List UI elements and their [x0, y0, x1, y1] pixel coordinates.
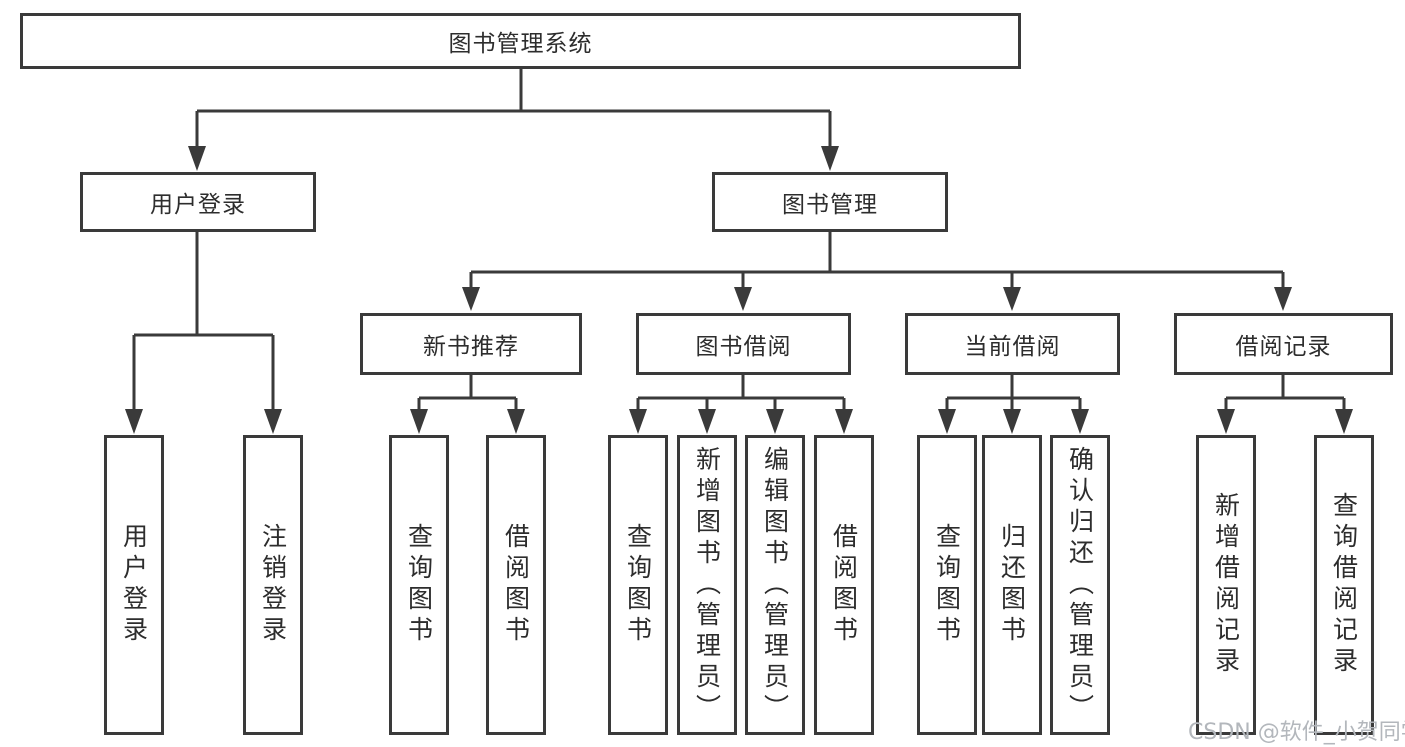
connector-root-to-level2 — [188, 68, 839, 171]
node-new-book-recommendation: 新书推荐 — [360, 313, 582, 375]
node-book-management-branch: 图书管理 — [712, 172, 948, 232]
leaf-logout: 注销登录 — [243, 435, 303, 735]
node-current-borrowing: 当前借阅 — [905, 313, 1120, 375]
leaf-query-book-current: 查询图书 — [917, 435, 977, 735]
leaf-borrow-book: 借阅图书 — [814, 435, 874, 735]
leaf-query-book-borrow: 查询图书 — [608, 435, 668, 735]
connector-borrow-to-leaves — [629, 375, 853, 434]
node-library-management-system: 图书管理系统 — [20, 13, 1021, 69]
leaf-edit-book-admin: 编辑图书（管理员） — [745, 435, 805, 735]
node-book-borrowing: 图书借阅 — [636, 313, 851, 375]
node-user-login-branch: 用户登录 — [80, 172, 316, 232]
connector-records-to-leaves — [1217, 375, 1353, 434]
leaf-add-borrow-record: 新增借阅记录 — [1196, 435, 1256, 735]
leaf-user-login: 用户登录 — [104, 435, 164, 735]
leaf-borrow-book-recommend: 借阅图书 — [486, 435, 546, 735]
connector-user-login-to-leaves — [125, 232, 282, 434]
leaf-confirm-return-admin: 确认归还（管理员） — [1050, 435, 1110, 735]
node-borrowing-records: 借阅记录 — [1174, 313, 1393, 375]
leaf-return-book: 归还图书 — [982, 435, 1042, 735]
connector-current-to-leaves — [938, 375, 1089, 434]
connector-newbook-to-leaves — [410, 375, 525, 434]
csdn-watermark: CSDN @软件_小贺同学 — [1188, 720, 1405, 745]
leaf-query-book-recommend: 查询图书 — [389, 435, 449, 735]
leaf-query-borrow-record: 查询借阅记录 — [1314, 435, 1374, 735]
leaf-add-book-admin: 新增图书（管理员） — [677, 435, 737, 735]
connector-book-mgmt-to-level3 — [462, 232, 1292, 311]
